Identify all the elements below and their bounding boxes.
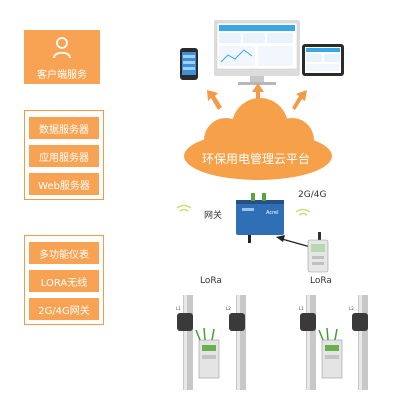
upload-arrows — [207, 83, 307, 110]
meter-box: 多功能仪表 — [29, 242, 99, 264]
monitor-icon — [214, 20, 300, 85]
pipe-installation-right: L1 L2 — [299, 295, 368, 390]
lora-label-right: LoRa — [310, 276, 332, 286]
web-server-box: Web服务器 — [29, 173, 99, 195]
phone-icon — [180, 48, 198, 80]
cloud-platform-label: 环保用电管理云平台 — [201, 152, 310, 166]
svg-text:L1: L1 — [299, 306, 304, 311]
network-label: 2G/4G — [298, 190, 327, 200]
app-server-box: 应用服务器 — [29, 145, 99, 167]
gateway-4g-box: 2G/4G网关 — [29, 298, 99, 320]
lora-terminal — [307, 232, 329, 273]
tablet-icon — [302, 44, 344, 76]
data-server-box: 数据服务器 — [29, 117, 99, 139]
user-icon — [53, 37, 71, 59]
svg-text:L2: L2 — [349, 306, 354, 311]
gateway-device: Acrel — [236, 193, 284, 243]
client-service-label: 客户端服务 — [37, 70, 87, 81]
cloud-icon — [184, 98, 332, 180]
gateway-label: 网关 — [204, 211, 223, 221]
svg-text:L1: L1 — [176, 306, 181, 311]
svg-text:L2: L2 — [226, 306, 231, 311]
lora-label-left: LoRa — [200, 276, 222, 286]
client-service-box: 客户端服务 — [24, 30, 100, 84]
wifi-icon-right — [295, 208, 311, 216]
svg-text:Acrel: Acrel — [266, 210, 279, 216]
wifi-icon-left — [176, 204, 192, 212]
pipe-installation-left: L1 L2 — [176, 295, 246, 390]
lora-wireless-box: LORA无线 — [29, 270, 99, 292]
